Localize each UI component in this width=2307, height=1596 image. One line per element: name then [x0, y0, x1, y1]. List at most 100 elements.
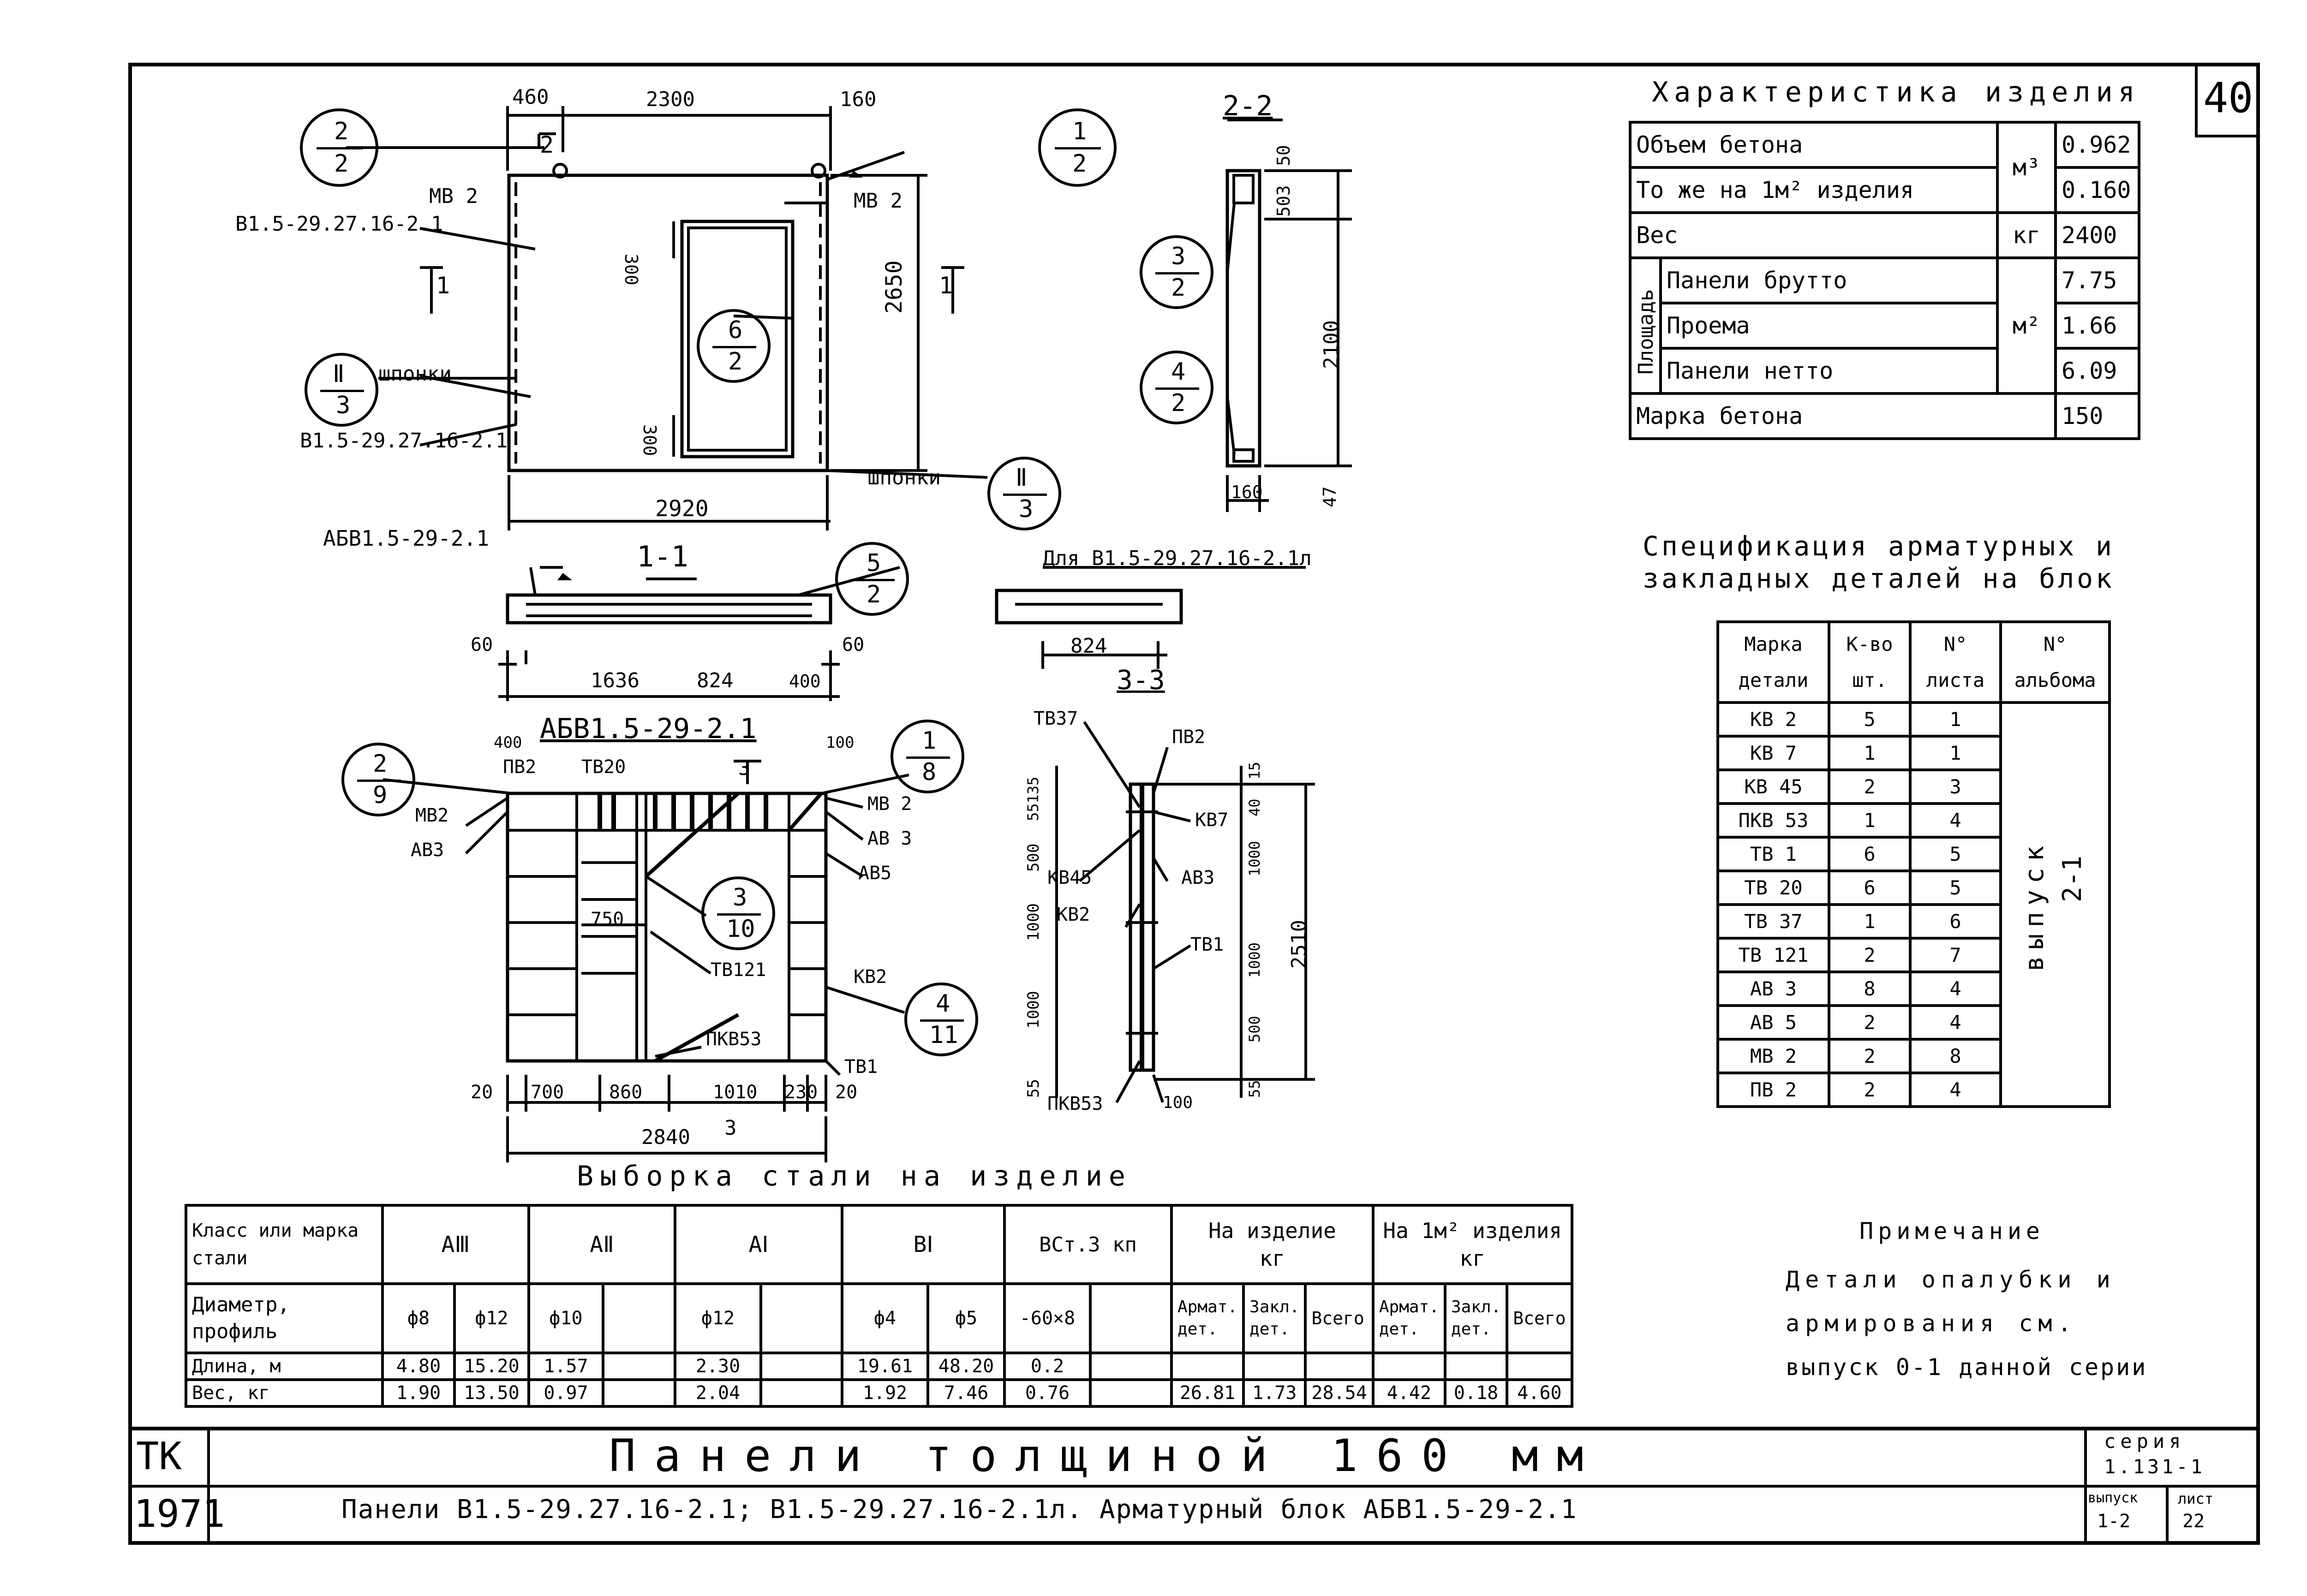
spec-mark: КВ 7: [1716, 735, 1830, 771]
section11-dim-60-left: 60: [471, 634, 493, 655]
block-label-pkv53: ПКВ53: [706, 1029, 762, 1050]
block-label-pv2: ПВ2: [503, 756, 537, 778]
side-dim-right-15: 15: [1246, 762, 1263, 780]
spec-sheet: 3: [1909, 768, 2002, 805]
label-keys-left: шпонки: [378, 362, 452, 386]
spec-mark: МВ 2: [1716, 1038, 1830, 1074]
steel-dia: ф5: [926, 1282, 1006, 1354]
callout-1-8: 1 8: [891, 720, 964, 793]
label-mv2-left: МВ 2: [429, 185, 478, 208]
block-section-mark-top: 3: [738, 756, 751, 780]
steel-weight-label: Вес, кг: [185, 1378, 384, 1408]
steel-per-m2-zakl: 0.18: [1443, 1378, 1509, 1408]
section-mark-1-left: 1: [436, 272, 450, 299]
side-dim-right-55: 55: [1246, 1080, 1263, 1098]
steel-per-item-total: 28.54: [1304, 1378, 1375, 1408]
steel-per-m2-total: 4.60: [1506, 1378, 1573, 1408]
spec-sheet: 1: [1909, 735, 2002, 771]
char-row-6-value: 150: [2054, 392, 2140, 440]
spec-qty: 6: [1828, 869, 1912, 906]
block-dim-400: 400: [494, 733, 522, 752]
spec-mark: КВ 45: [1716, 768, 1830, 805]
steel-table: Класс или марка стали АⅢ АⅡ АⅠ ВⅠ ВСт.3 …: [185, 1204, 1573, 1408]
side-dim-right-40: 40: [1246, 798, 1263, 816]
spec-mark: АВ 5: [1716, 1004, 1830, 1041]
steel-wt: 0.76: [1003, 1378, 1092, 1408]
note-title: Примечание: [1859, 1218, 2045, 1245]
spec-qty: 1: [1828, 903, 1912, 940]
side-dim-2510: 2510: [1287, 920, 1311, 969]
steel-class-a1: АⅠ: [674, 1204, 843, 1285]
steel-len: 19.61: [841, 1352, 929, 1381]
steel-dia: ф4: [841, 1282, 929, 1354]
spec-mark: ТВ 20: [1716, 869, 1830, 906]
steel-per-item-armat: 26.81: [1170, 1378, 1245, 1408]
steel-len: [1089, 1352, 1173, 1381]
char-row-2-unit: кг: [1996, 211, 2057, 259]
side-label-pv2: ПВ2: [1172, 727, 1206, 748]
char-row-6-label: Марка бетона: [1629, 392, 2057, 440]
steel-dia: [602, 1282, 676, 1354]
side-label-kv7: КВ7: [1195, 810, 1229, 831]
char-row-5-value: 6.09: [2054, 347, 2140, 395]
side-label-tv1: ТВ1: [1190, 934, 1224, 955]
char-row-5-label: Панели нетто: [1659, 347, 1999, 395]
side-dim-left-1000b: 1000: [1024, 991, 1043, 1029]
steel-wt: 0.97: [527, 1378, 604, 1408]
char-row-4-value: 1.66: [2054, 302, 2140, 350]
callout-II-3-left: Ⅱ 3: [305, 353, 378, 427]
side-dim-right-500: 500: [1246, 1016, 1263, 1042]
char-row-0-unit: м³: [1996, 121, 2057, 214]
section33-label: Для В1.5-29.27.16-2.1л: [1043, 547, 1312, 570]
char-row-4-label: Проема: [1659, 302, 1999, 350]
spec-sheet: 7: [1909, 937, 2002, 973]
steel-wt: [759, 1378, 843, 1408]
dim-2300: 2300: [646, 88, 695, 111]
callout-2-9: 2 9: [341, 743, 415, 816]
char-area-group: Площадь: [1629, 256, 1662, 395]
steel-class-vst: ВСт.3 кп: [1003, 1204, 1173, 1285]
steel-class-a3: АⅢ: [381, 1204, 530, 1285]
spec-qty: 2: [1828, 768, 1912, 805]
spec-qty: 5: [1828, 701, 1912, 738]
steel-per-item-zakl: 1.73: [1242, 1378, 1307, 1408]
char-row-0-label: Объем бетона: [1629, 121, 1999, 169]
sheet-code: ТК: [136, 1435, 182, 1478]
spec-mark: АВ 3: [1716, 971, 1830, 1007]
steel-per-m2-armat: 4.42: [1371, 1378, 1446, 1408]
sheet-label: лист: [2178, 1490, 2214, 1507]
note-line-1: Детали опалубки и: [1786, 1266, 2116, 1293]
sheet-value: 22: [2182, 1511, 2205, 1532]
steel-zakl-header: Закл. дет.: [1242, 1282, 1307, 1354]
label-keys-right: шпонки: [867, 466, 941, 489]
spec-sheet: 5: [1909, 869, 2002, 906]
spec-qty: 8: [1828, 971, 1912, 1007]
char-row-3-value: 7.75: [2054, 256, 2140, 304]
spec-sheet: 4: [1909, 971, 2002, 1007]
block-dim-20-right: 20: [835, 1082, 858, 1103]
spec-mark: ТВ 37: [1716, 903, 1830, 940]
section11-block-label: АБВ1.5-29-2.1: [323, 526, 490, 551]
section22-dim-503: 503: [1273, 185, 1294, 217]
steel-dia: ф10: [527, 1282, 604, 1354]
spec-mark: ПКВ 53: [1716, 802, 1830, 839]
block-dim-2840: 2840: [641, 1126, 690, 1149]
steel-diameter-header: Диаметр, профиль: [185, 1282, 384, 1354]
block-label-tv121: ТВ121: [711, 959, 766, 981]
section33-title: 3-3: [1117, 664, 1165, 696]
char-row-3-unit: м²: [1996, 256, 2057, 395]
section11-dim-60-right: 60: [842, 634, 865, 655]
side-dim-left-top: 55135: [1024, 776, 1042, 821]
steel-wt: 1.90: [381, 1378, 456, 1408]
side-dim-right-100: 100: [1163, 1093, 1193, 1112]
page-number: 40: [2203, 74, 2253, 122]
label-panel-mark-bottom: В1.5-29.27.16-2.1: [300, 429, 508, 453]
series-value: 1.131-1: [2104, 1455, 2205, 1478]
callout-2-2: 2 2: [300, 108, 378, 187]
specification-title-2: закладных деталей на блок: [1643, 563, 2115, 594]
spec-mark: ТВ 121: [1716, 937, 1830, 973]
characteristics-table: Объем бетона м³ 0.962 То же на 1м² издел…: [1629, 121, 2140, 440]
